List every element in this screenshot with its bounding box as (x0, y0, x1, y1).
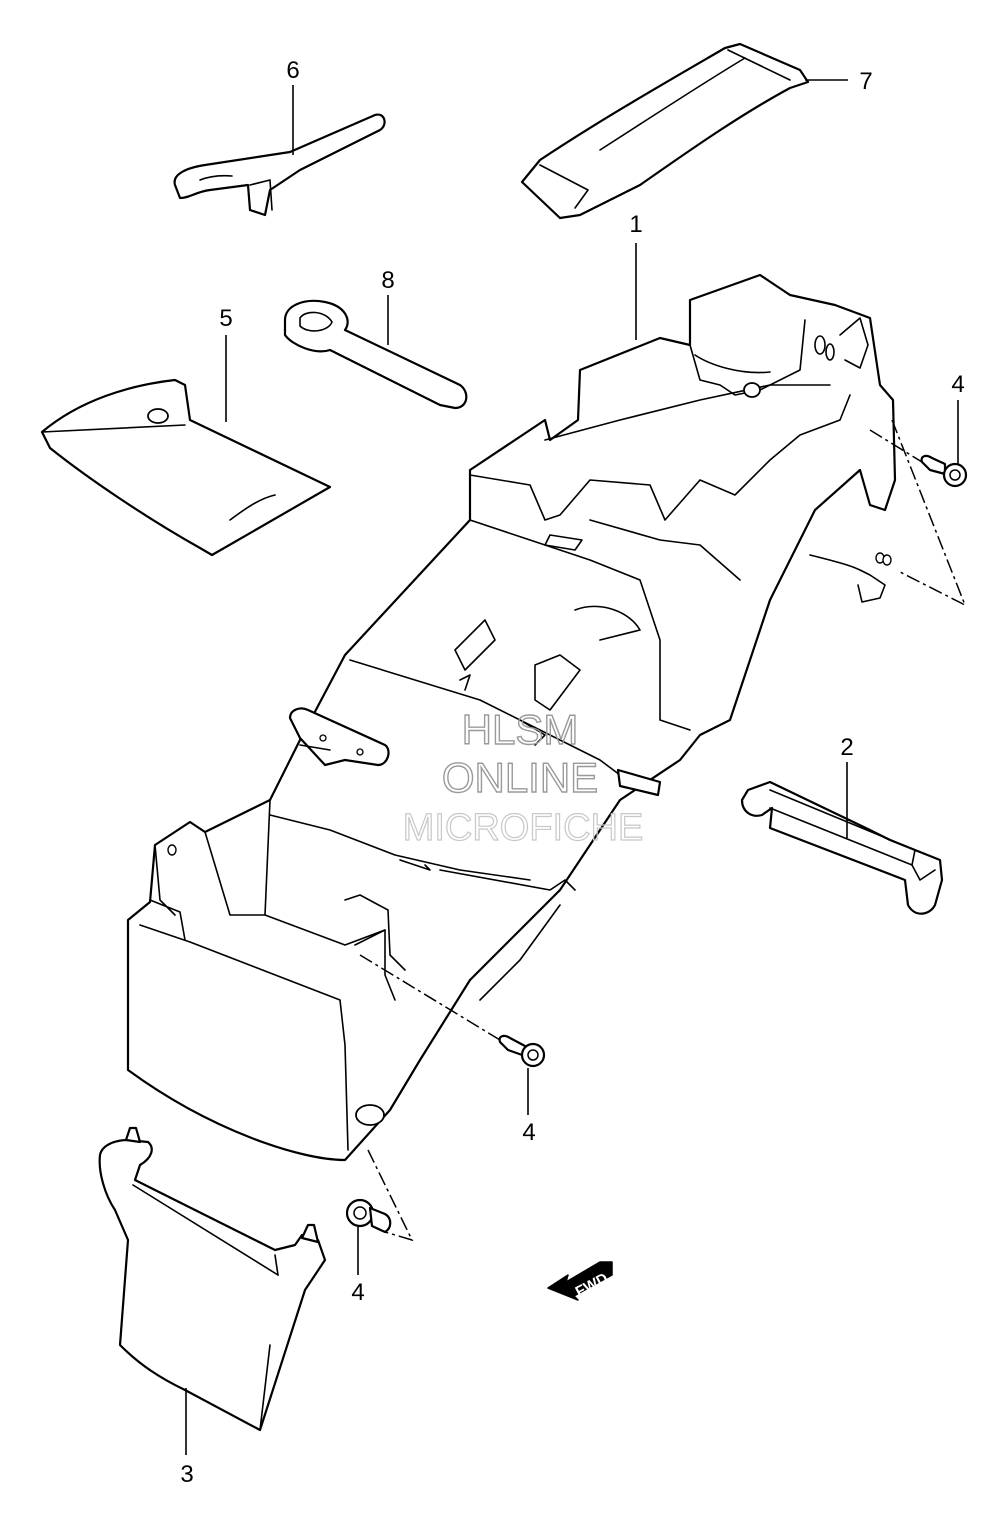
part-4-screw-middle[interactable] (498, 1034, 546, 1068)
leader-lines (185, 79, 959, 1455)
part-8-ring-wrench[interactable] (283, 299, 468, 410)
fwd-arrow-icon: FWD (547, 1261, 613, 1301)
part-2-bracket[interactable] (740, 780, 944, 915)
callout-1: 1 (629, 211, 642, 238)
callout-numbers: 1 2 3 4 4 4 5 6 7 8 (180, 57, 964, 1488)
callout-7: 7 (859, 68, 872, 95)
callout-3: 3 (180, 1461, 193, 1488)
part-4-screw-top-right[interactable] (920, 454, 968, 488)
part-1-rear-fender[interactable] (126, 273, 897, 1162)
callout-4-middle: 4 (522, 1119, 535, 1146)
part-4-screw-bottom[interactable] (345, 1198, 392, 1234)
callout-2: 2 (840, 734, 853, 761)
callout-6: 6 (286, 57, 299, 84)
part-6-spanner-wrench[interactable] (173, 113, 386, 217)
watermark-line-2: ONLINE (442, 754, 598, 801)
assembly-lines (359, 419, 967, 1242)
part-5-tool-bag[interactable] (40, 378, 332, 557)
watermark-line-1: HLSM (462, 706, 579, 753)
callout-4-top-right: 4 (951, 371, 964, 398)
callout-8: 8 (381, 267, 394, 294)
part-7-strap[interactable] (520, 42, 810, 220)
watermark: HLSM ONLINE MICROFICHE (402, 705, 644, 849)
watermark-line-3: MICROFICHE (403, 807, 644, 849)
callout-5: 5 (219, 305, 232, 332)
callout-4-bottom: 4 (351, 1279, 364, 1306)
part-3-mud-flap[interactable] (98, 1126, 327, 1432)
